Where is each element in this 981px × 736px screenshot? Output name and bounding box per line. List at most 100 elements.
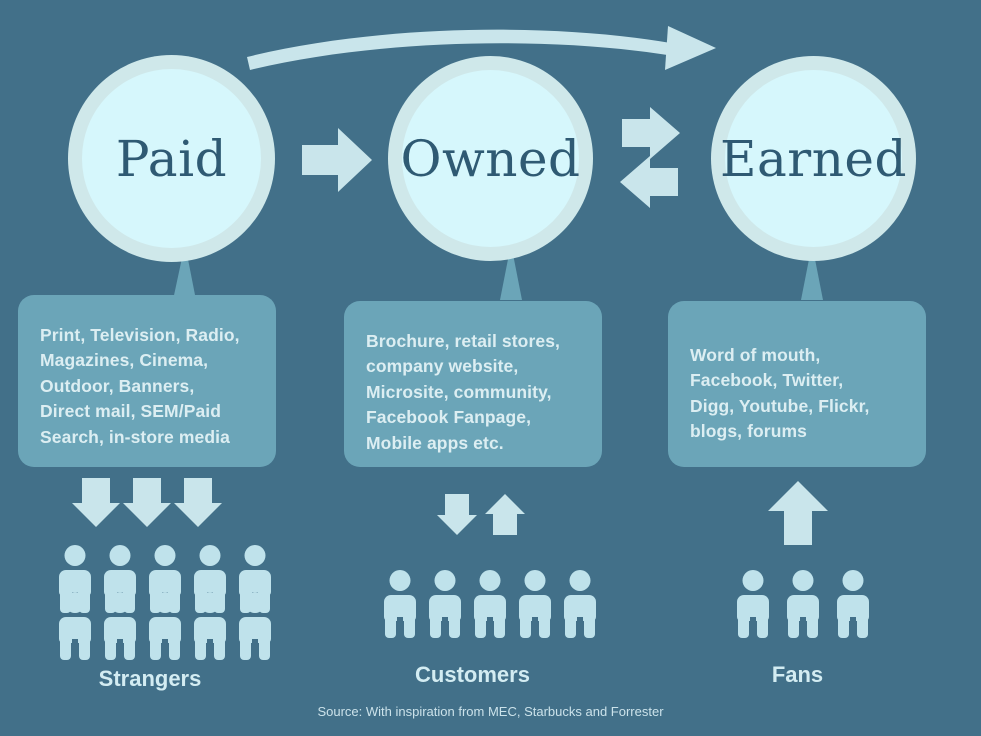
people-group-strangers-row-2 — [57, 592, 273, 660]
person-leg-left-icon — [240, 639, 251, 660]
flow-arrow-strangers-3 — [174, 478, 222, 527]
person-icon — [102, 592, 138, 660]
person-leg-left-icon — [788, 617, 799, 638]
person-head-icon — [569, 570, 591, 591]
person-head-icon — [64, 545, 86, 566]
person-body-icon — [474, 595, 506, 621]
person-icon — [517, 570, 553, 638]
person-leg-right-icon — [449, 617, 460, 638]
person-leg-gap — [442, 617, 448, 633]
person-leg-gap — [252, 639, 258, 655]
person-icon — [562, 570, 598, 638]
person-head-icon — [244, 592, 266, 613]
person-head-icon — [109, 545, 131, 566]
person-body-icon — [59, 570, 91, 596]
person-leg-right-icon — [494, 617, 505, 638]
person-leg-gap — [72, 639, 78, 655]
person-leg-right-icon — [757, 617, 768, 638]
person-head-icon — [742, 570, 764, 591]
person-body-icon — [564, 595, 596, 621]
box-paid-channels-text: Print, Television, Radio, Magazines, Cin… — [40, 325, 240, 447]
person-leg-right-icon — [214, 639, 225, 660]
person-head-icon — [792, 570, 814, 591]
person-body-icon — [149, 570, 181, 596]
person-leg-gap — [800, 617, 806, 633]
person-head-icon — [389, 570, 411, 591]
box-owned-channels[interactable]: Brochure, retail stores, company website… — [344, 301, 602, 467]
box-earned-channels[interactable]: Word of mouth, Facebook, Twitter, Digg, … — [668, 301, 926, 467]
node-owned-label: Owned — [400, 129, 581, 188]
person-body-icon — [104, 570, 136, 596]
node-owned-inner: Owned — [400, 70, 581, 247]
person-body-icon — [239, 617, 271, 643]
person-icon — [785, 570, 821, 638]
person-icon — [192, 592, 228, 660]
person-leg-left-icon — [520, 617, 531, 638]
node-owned[interactable]: Owned — [388, 56, 593, 261]
person-leg-right-icon — [404, 617, 415, 638]
audience-label-customers: Customers — [415, 662, 530, 687]
person-leg-left-icon — [838, 617, 849, 638]
person-body-icon — [384, 595, 416, 621]
person-body-icon — [104, 617, 136, 643]
person-head-icon — [154, 545, 176, 566]
node-paid-inner: Paid — [82, 69, 261, 248]
person-leg-gap — [487, 617, 493, 633]
person-leg-right-icon — [124, 639, 135, 660]
block-arrow-paid-to-owned — [302, 128, 372, 192]
person-head-icon — [842, 570, 864, 591]
person-icon — [382, 570, 418, 638]
person-icon — [735, 570, 771, 638]
person-leg-left-icon — [475, 617, 486, 638]
person-leg-gap — [117, 639, 123, 655]
person-head-icon — [64, 592, 86, 613]
person-leg-right-icon — [584, 617, 595, 638]
person-head-icon — [199, 592, 221, 613]
person-leg-left-icon — [150, 639, 161, 660]
person-body-icon — [429, 595, 461, 621]
person-leg-right-icon — [807, 617, 818, 638]
source-note: Source: With inspiration from MEC, Starb… — [317, 704, 664, 719]
block-arrow-owned-to-earned — [622, 107, 680, 159]
flow-arrow-strangers-2 — [123, 478, 171, 527]
person-leg-gap — [850, 617, 856, 633]
person-icon — [147, 592, 183, 660]
person-head-icon — [154, 592, 176, 613]
person-head-icon — [109, 592, 131, 613]
flow-arrow-customers-down — [437, 494, 477, 535]
block-arrow-earned-to-owned — [620, 156, 678, 208]
person-head-icon — [434, 570, 456, 591]
person-body-icon — [737, 595, 769, 621]
person-leg-gap — [397, 617, 403, 633]
audience-label-strangers: Strangers — [98, 666, 202, 691]
person-leg-left-icon — [430, 617, 441, 638]
person-icon — [472, 570, 508, 638]
person-leg-right-icon — [169, 639, 180, 660]
person-leg-gap — [162, 639, 168, 655]
node-earned[interactable]: Earned — [711, 56, 916, 261]
person-head-icon — [199, 545, 221, 566]
person-head-icon — [524, 570, 546, 591]
person-icon — [237, 592, 273, 660]
person-leg-gap — [207, 639, 213, 655]
person-leg-left-icon — [738, 617, 749, 638]
person-body-icon — [519, 595, 551, 621]
person-head-icon — [244, 545, 266, 566]
person-leg-gap — [750, 617, 756, 633]
flow-arrow-customers-up — [485, 494, 525, 535]
person-body-icon — [837, 595, 869, 621]
person-leg-left-icon — [385, 617, 396, 638]
person-icon — [427, 570, 463, 638]
box-paid-channels[interactable]: Print, Television, Radio, Magazines, Cin… — [18, 295, 276, 467]
person-body-icon — [149, 617, 181, 643]
person-leg-left-icon — [105, 639, 116, 660]
person-body-icon — [194, 570, 226, 596]
node-paid[interactable]: Paid — [68, 55, 275, 262]
person-icon — [57, 592, 93, 660]
person-leg-right-icon — [259, 639, 270, 660]
people-group-fans-row-1 — [735, 570, 871, 638]
person-body-icon — [194, 617, 226, 643]
person-leg-gap — [577, 617, 583, 633]
box-owned-channels-text: Brochure, retail stores, company website… — [366, 331, 560, 453]
